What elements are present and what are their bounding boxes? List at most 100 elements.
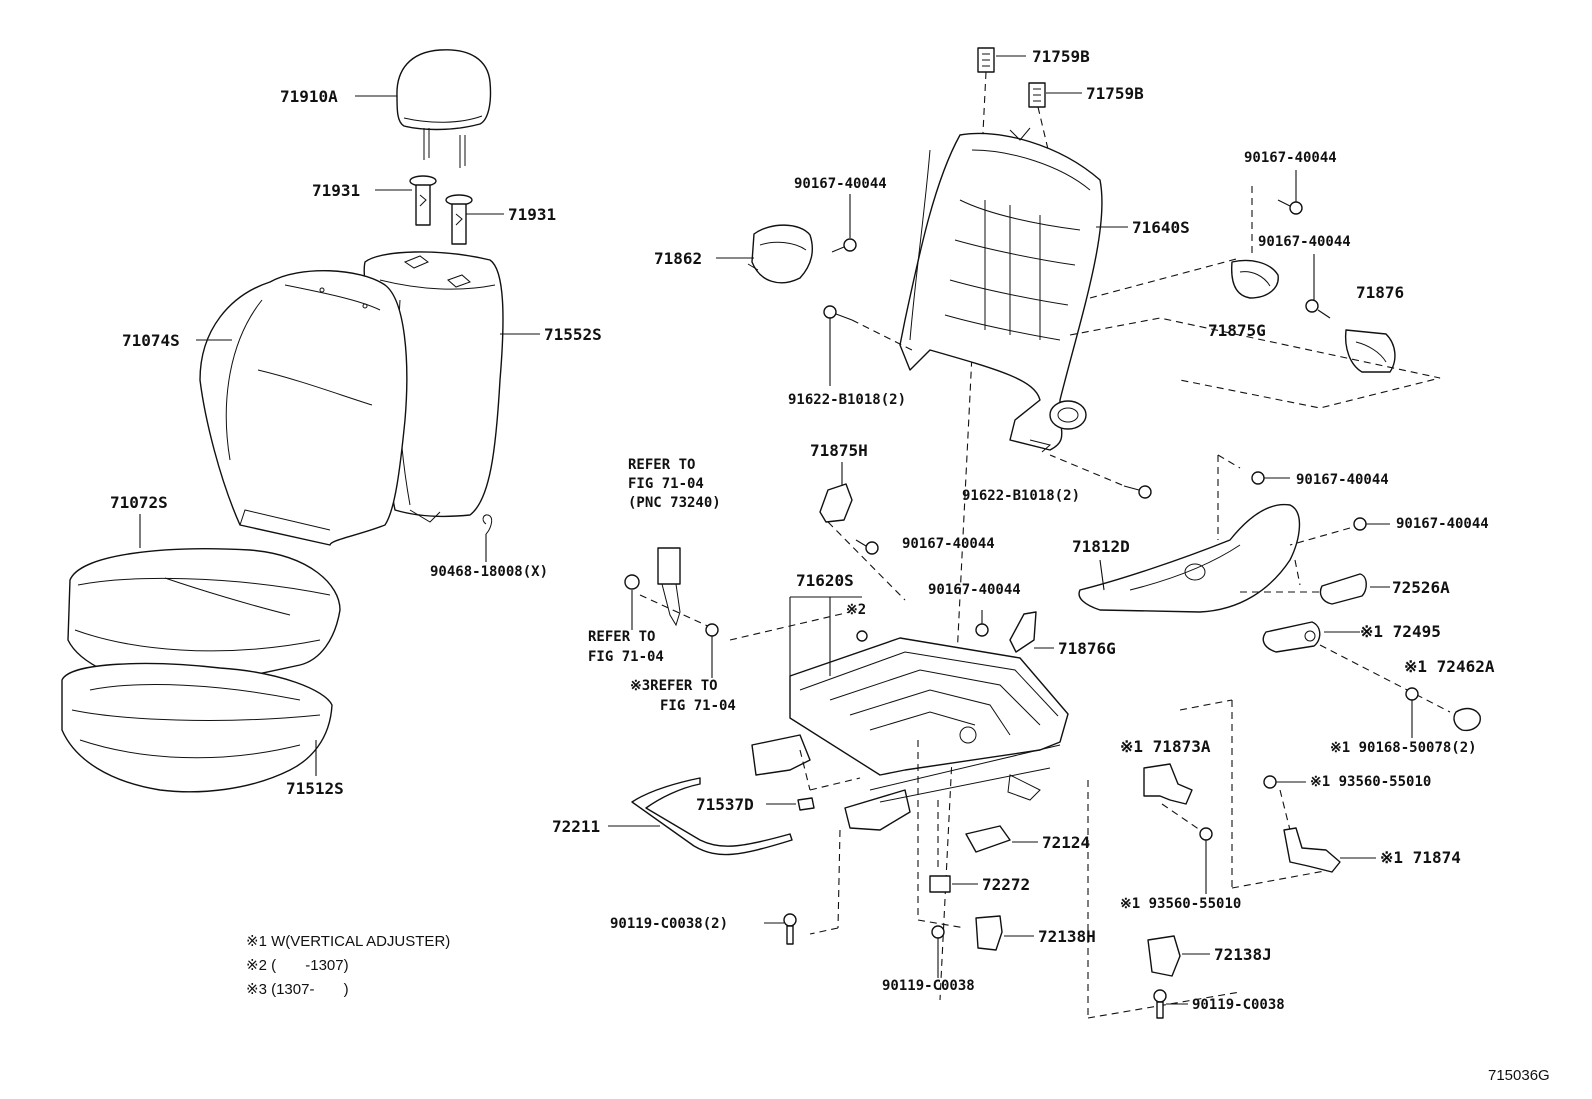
cap-drawing (1453, 707, 1481, 732)
frame-bolt-upper-drawing (823, 305, 853, 321)
bolt-c0038-2-drawing (783, 913, 797, 945)
screw-875h-drawing (855, 539, 879, 555)
label-wire-72211[interactable]: 72211 (552, 817, 600, 836)
shield-cover-inner-drawing (1231, 259, 1279, 299)
cover-72138h-drawing (975, 915, 1003, 951)
seatback-frame-drawing (899, 127, 1103, 453)
label-headrest-support-right[interactable]: 71931 (508, 205, 556, 224)
screw-side-shield-right-drawing (1353, 517, 1390, 531)
part-labels: 71910A 71931 71931 71074S 71552S 71072S … (110, 47, 1495, 1013)
screw-876g-drawing (975, 610, 989, 637)
shield-cover-outer-drawing (1344, 329, 1396, 373)
label-shield-cover-inner[interactable]: 71875G (1208, 321, 1266, 340)
label-frame-bolt-upper[interactable]: 91622-B1018(2) (788, 392, 906, 408)
shield-876g-drawing (1009, 611, 1037, 653)
label-note2-mark[interactable]: ※2 (846, 602, 866, 618)
hog-ring-drawing (482, 514, 493, 535)
bracket-873a-drawing (1143, 763, 1193, 805)
label-screw-right-mid[interactable]: 90167-40044 (1258, 234, 1351, 250)
footnote-1: ※1 W(VERTICAL ADJUSTER) (246, 933, 450, 950)
label-screw-93560-lower[interactable]: ※1 93560-55010 (1120, 896, 1241, 912)
label-cover-72124[interactable]: 72124 (1042, 833, 1090, 852)
buckle-bolt-drawing (624, 574, 640, 630)
label-cap[interactable]: ※1 72462A (1404, 657, 1495, 676)
footnote-3: ※3 (1307- ) (246, 981, 349, 998)
cover-72124-drawing (965, 825, 1011, 853)
bolt-c0038-mid-drawing (931, 925, 945, 978)
label-name-plate-2[interactable]: 71759B (1086, 84, 1144, 103)
note2-clip-drawing (856, 630, 868, 642)
screw-93560-right-drawing (1263, 775, 1306, 789)
label-seatback-cover[interactable]: 71074S (122, 331, 180, 350)
label-seatback-frame[interactable]: 71640S (1132, 218, 1190, 237)
label-side-shield[interactable]: 71812D (1072, 537, 1130, 556)
clip-72272-drawing (929, 875, 951, 893)
label-cover-72138h[interactable]: 72138H (1038, 927, 1096, 946)
headrest-support-left-drawing (409, 175, 437, 226)
label-screw-right-top[interactable]: 90167-40044 (1244, 150, 1337, 166)
label-bracket-874[interactable]: ※1 71874 (1380, 848, 1461, 867)
label-screw-876g[interactable]: 90167-40044 (928, 582, 1021, 598)
label-headrest-support-left[interactable]: 71931 (312, 181, 360, 200)
label-bolt-c0038-2[interactable]: 90119-C0038(2) (610, 916, 728, 932)
label-shield-875h[interactable]: 71875H (810, 441, 868, 460)
screw-right-top-drawing (1277, 199, 1303, 215)
label-shield-876g[interactable]: 71876G (1058, 639, 1116, 658)
name-plate-1-drawing (977, 47, 995, 73)
shield-875h-drawing (819, 483, 853, 523)
label-shield-cover-outer[interactable]: 71876 (1356, 283, 1404, 302)
lever-knob-drawing (1319, 573, 1367, 605)
label-screw-875h[interactable]: 90167-40044 (902, 536, 995, 552)
buckle-washer-drawing (705, 623, 719, 678)
label-screw-shield-clip[interactable]: 90167-40044 (794, 176, 887, 192)
bracket-874-drawing (1283, 827, 1341, 873)
name-plate-2-drawing (1028, 82, 1046, 108)
label-frame-bolt-lower[interactable]: 91622-B1018(2) (962, 488, 1080, 504)
label-clip-71537d[interactable]: 71537D (696, 795, 754, 814)
adjuster-knob-drawing (1262, 621, 1321, 653)
cover-72138j-drawing (1147, 935, 1181, 977)
label-adjuster-knob[interactable]: ※1 72495 (1360, 622, 1441, 641)
footnotes: ※1 W(VERTICAL ADJUSTER) ※2 ( -1307) ※3 (… (246, 933, 450, 998)
frame-bolt-lower-drawing (1123, 485, 1152, 499)
label-hog-ring[interactable]: 90468-18008(X) (430, 564, 548, 580)
label-cover-72138j[interactable]: 72138J (1214, 945, 1272, 964)
label-bolt-c0038-right[interactable]: 90119-C0038 (1192, 997, 1285, 1013)
label-cushion-cover[interactable]: 71072S (110, 493, 168, 512)
shield-cover-upper-drawing (747, 224, 813, 284)
headrest-support-right-drawing (445, 194, 473, 245)
label-lever-knob[interactable]: 72526A (1392, 578, 1450, 597)
headrest-drawing (396, 49, 492, 168)
cushion-pad-drawing (61, 662, 333, 793)
seatback-cover-drawing (199, 270, 408, 546)
label-name-plate-1[interactable]: 71759B (1032, 47, 1090, 66)
label-screw-side-shield-right[interactable]: 90167-40044 (1396, 516, 1489, 532)
label-clip-72272[interactable]: 72272 (982, 875, 1030, 894)
screw-side-shield-top-drawing (1251, 471, 1290, 485)
label-screw-9016850078[interactable]: ※1 90168-50078(2) (1330, 740, 1477, 756)
label-bracket-873a[interactable]: ※1 71873A (1120, 737, 1211, 756)
footnote-2: ※2 ( -1307) (246, 957, 349, 974)
label-headrest[interactable]: 71910A (280, 87, 338, 106)
screw-9016850078-drawing (1405, 687, 1419, 738)
wire-72211-drawing (631, 777, 793, 856)
label-cushion-pad[interactable]: 71512S (286, 779, 344, 798)
side-shield-drawing (1078, 503, 1301, 613)
clip-71537d-drawing (797, 797, 815, 811)
bolt-c0038-right-drawing (1153, 989, 1167, 1019)
diagram-code: 715036G (1488, 1067, 1550, 1084)
label-screw-93560-right[interactable]: ※1 93560-55010 (1310, 774, 1431, 790)
label-seatback-pad[interactable]: 71552S (544, 325, 602, 344)
cushion-frame-drawing (751, 637, 1069, 831)
screw-right-mid-drawing (1305, 299, 1331, 319)
screw-shield-clip-drawing (831, 238, 857, 253)
label-cushion-frame[interactable]: 71620S (796, 571, 854, 590)
label-shield-cover-upper[interactable]: 71862 (654, 249, 702, 268)
screw-93560-lower-drawing (1199, 827, 1213, 894)
label-bolt-c0038-mid[interactable]: 90119-C0038 (882, 978, 975, 994)
seat-belt-buckle-drawing (657, 547, 681, 627)
label-screw-side-shield-top[interactable]: 90167-40044 (1296, 472, 1389, 488)
